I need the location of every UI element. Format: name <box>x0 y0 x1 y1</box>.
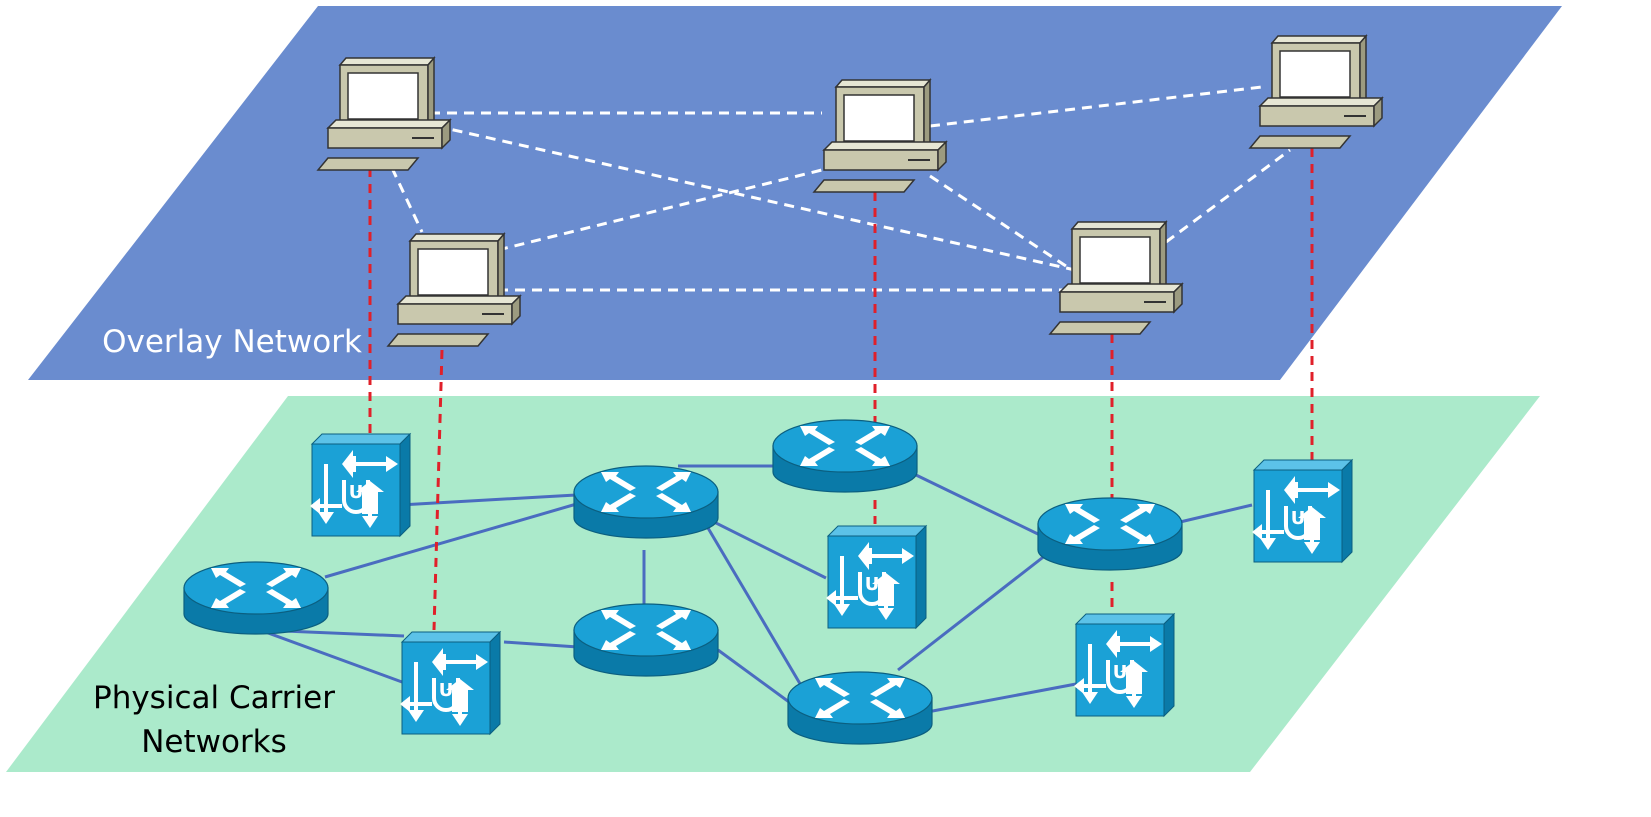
physical-layer-label-line-2: Networks <box>141 724 287 760</box>
physical-layer-label-line-1: Physical Carrier <box>93 680 335 716</box>
overlay-links <box>390 85 1291 292</box>
switch-3-icon <box>1250 458 1354 564</box>
switch-1-icon <box>308 432 412 538</box>
router-6-icon <box>787 671 933 745</box>
mapping-links <box>368 148 1314 631</box>
overlay-network-label: Overlay Network <box>102 324 362 360</box>
router-4-icon <box>573 603 719 677</box>
router-2-icon <box>772 419 918 493</box>
router-3-icon <box>183 561 329 635</box>
router-1-icon <box>573 465 719 539</box>
switch-5-icon <box>1072 612 1176 718</box>
router-5-icon <box>1037 497 1183 571</box>
switch-4-icon <box>398 630 502 736</box>
switch-2-icon <box>824 524 928 630</box>
